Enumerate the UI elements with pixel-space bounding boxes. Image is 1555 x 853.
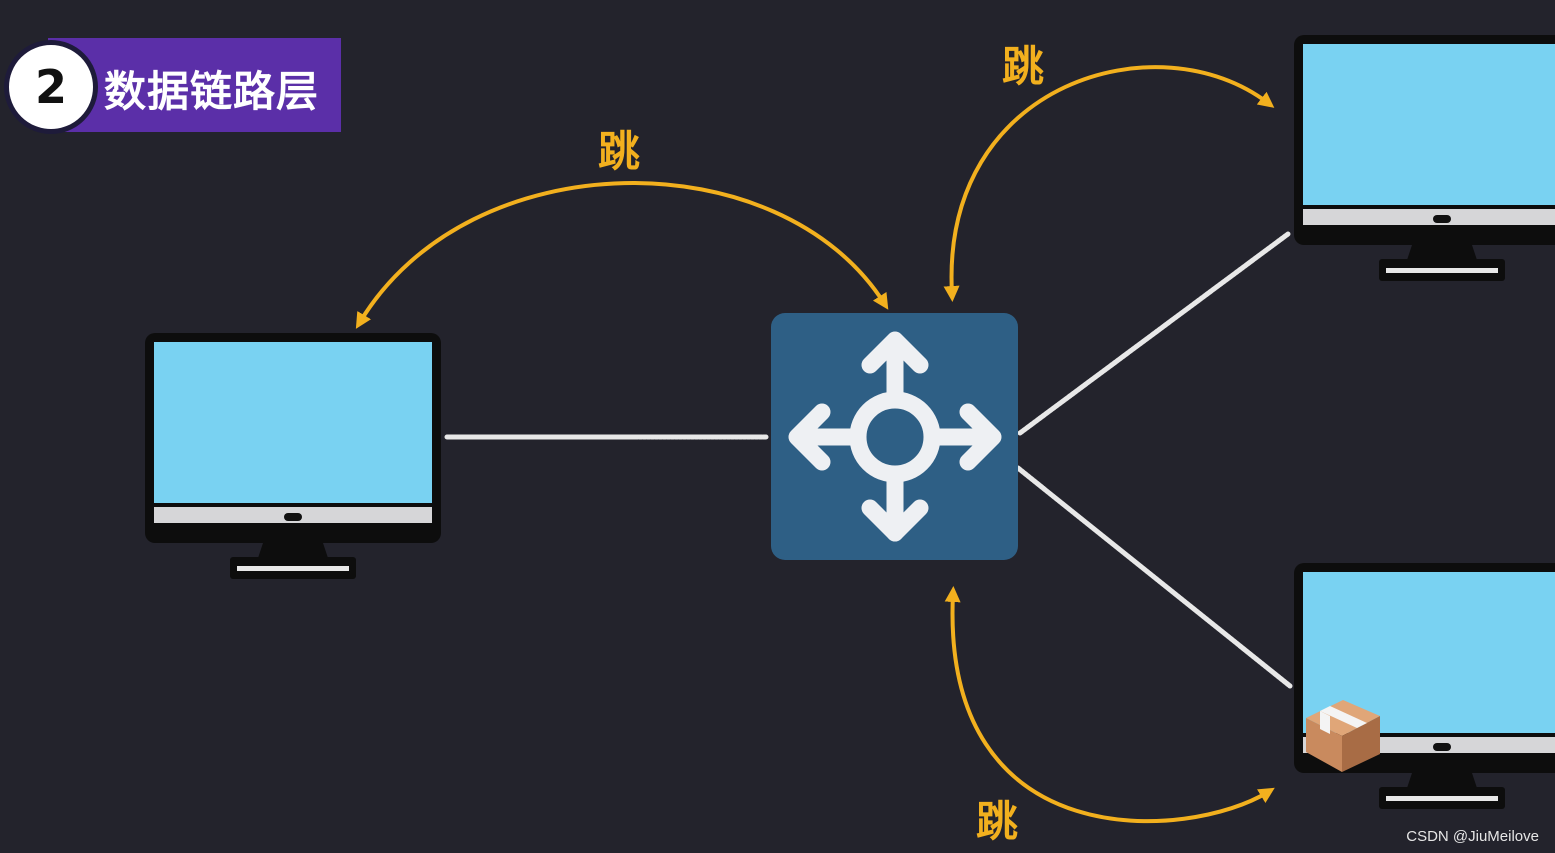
hop-label-bottom: 跳 xyxy=(976,797,1019,846)
cable-bottom-right xyxy=(1015,465,1293,689)
monitor-icon xyxy=(1294,563,1555,809)
switch-icon xyxy=(771,313,1018,560)
hop-label-top: 跳 xyxy=(1002,42,1045,91)
section-number: 2 xyxy=(4,40,98,134)
section-title: 数据链路层 xyxy=(104,67,320,116)
hop-arrows xyxy=(355,65,1275,824)
section-title-badge: 2 数据链路层 xyxy=(0,38,341,134)
cable-top-right xyxy=(1017,231,1291,436)
watermark: CSDN @JiuMeilove xyxy=(1406,828,1539,845)
hop-arrow-bottom xyxy=(944,586,1275,824)
hop-label-left: 跳 xyxy=(598,127,641,176)
package-icon xyxy=(1306,700,1380,772)
hop-arrow-top xyxy=(943,65,1275,302)
monitor-icon xyxy=(1294,35,1555,281)
hop-arrow-left xyxy=(355,181,889,329)
monitor-icon xyxy=(145,333,441,579)
